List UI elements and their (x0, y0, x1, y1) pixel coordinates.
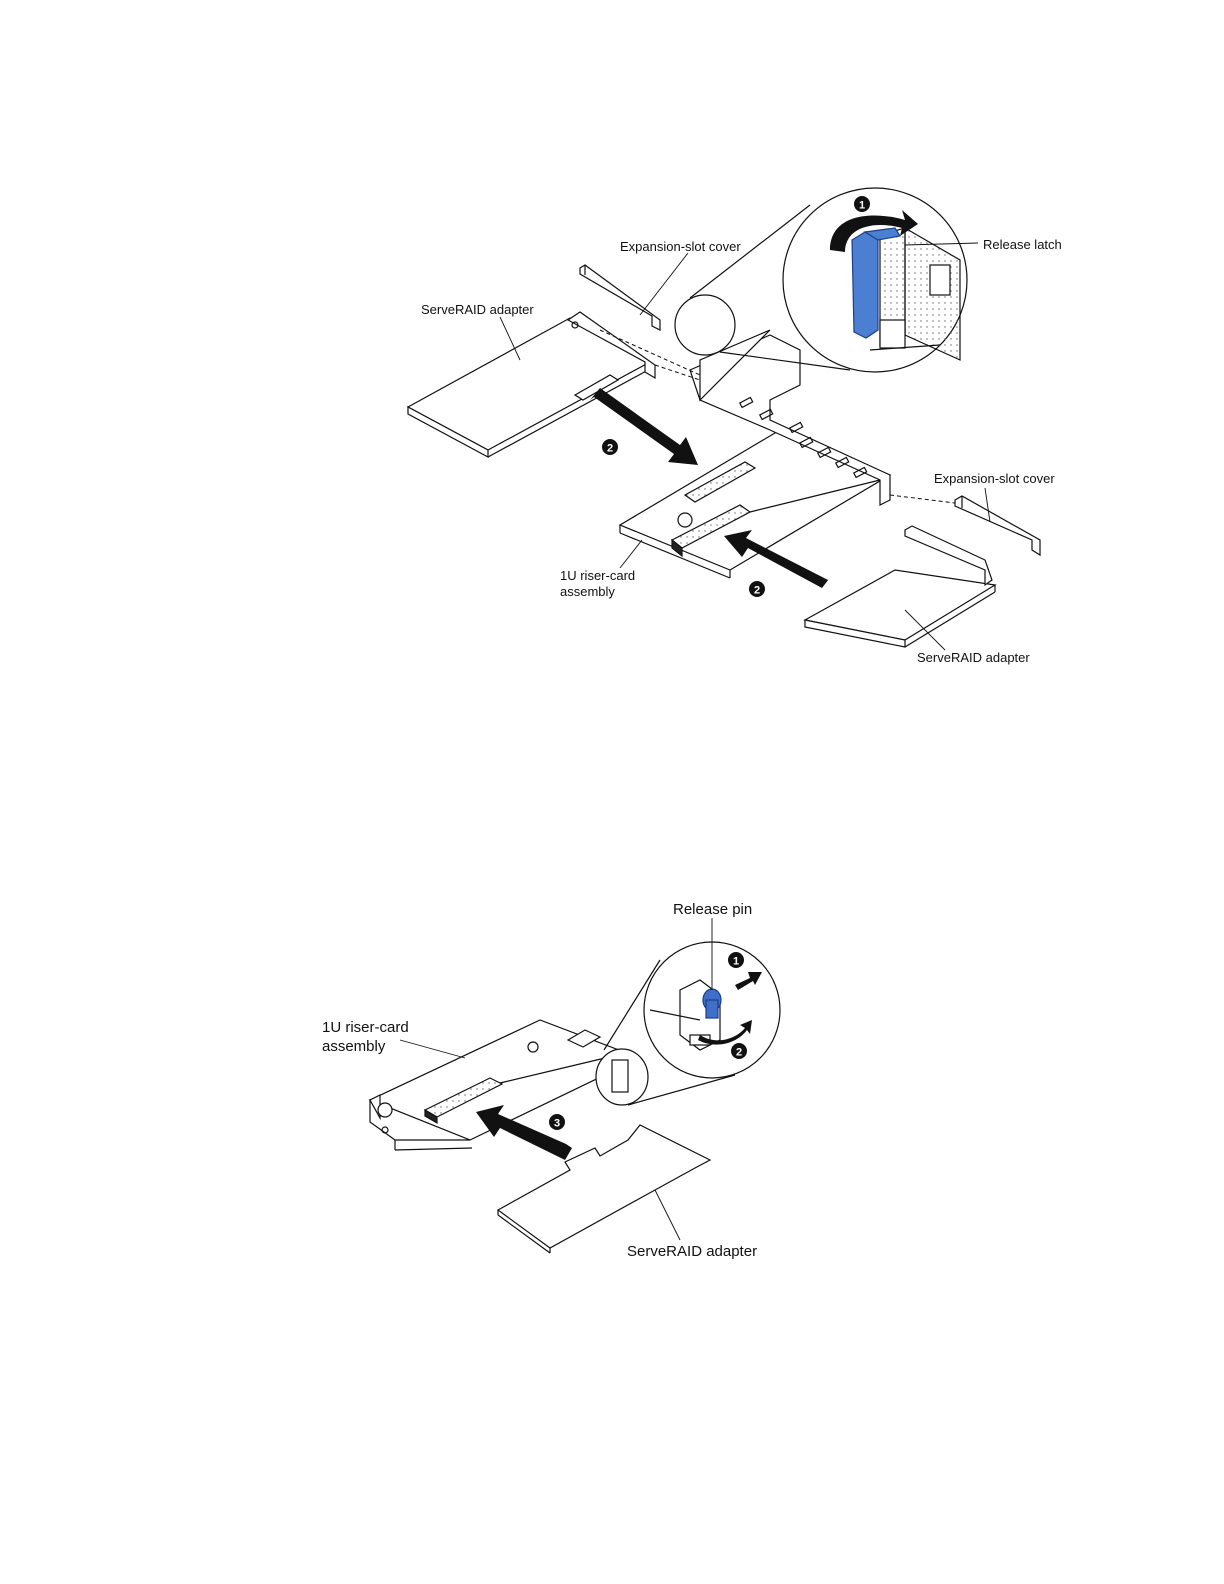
callout-1-fig1: 1 (854, 196, 870, 212)
expansion-slot-cover-right-part (955, 496, 1040, 555)
label-expansion-slot-cover-right: Expansion-slot cover (934, 471, 1055, 486)
svg-text:2: 2 (736, 1047, 742, 1059)
label-expansion-slot-cover-top: Expansion-slot cover (620, 239, 741, 254)
label-riser-card-line1: 1U riser-card (560, 568, 635, 583)
callout-1-fig2: 1 (728, 952, 744, 968)
label-serveraid-adapter-left: ServeRAID adapter (421, 302, 534, 317)
label-serveraid-adapter-right: ServeRAID adapter (917, 650, 1030, 665)
label-release-pin: Release pin (673, 901, 752, 918)
label-riser-card-fig2-line2: assembly (322, 1038, 386, 1055)
svg-text:2: 2 (607, 443, 613, 455)
release-pin-part (703, 989, 721, 1018)
callout-2b-fig1: 2 (749, 581, 765, 597)
svg-text:2: 2 (754, 585, 760, 597)
label-serveraid-adapter-fig2: ServeRAID adapter (627, 1243, 757, 1260)
release-latch-part (852, 232, 878, 338)
callout-3-fig2: 3 (549, 1114, 565, 1130)
figure-1-adapter-install (408, 188, 1040, 650)
serveraid-adapter-fig2-part (498, 1125, 710, 1253)
svg-text:1: 1 (859, 200, 865, 212)
label-release-latch: Release latch (983, 237, 1062, 252)
serveraid-adapter-left-part (408, 312, 655, 457)
serveraid-adapter-right-part (805, 526, 995, 647)
callout-2-fig2: 2 (731, 1043, 747, 1059)
zoom-callout-fig1 (675, 188, 967, 372)
label-riser-card-line2: assembly (560, 584, 615, 599)
svg-text:3: 3 (554, 1118, 560, 1130)
svg-text:1: 1 (733, 956, 739, 968)
label-riser-card-fig2-line1: 1U riser-card (322, 1019, 409, 1036)
figure-2-adapter-install (370, 918, 780, 1253)
callout-2a-fig1: 2 (602, 439, 618, 455)
